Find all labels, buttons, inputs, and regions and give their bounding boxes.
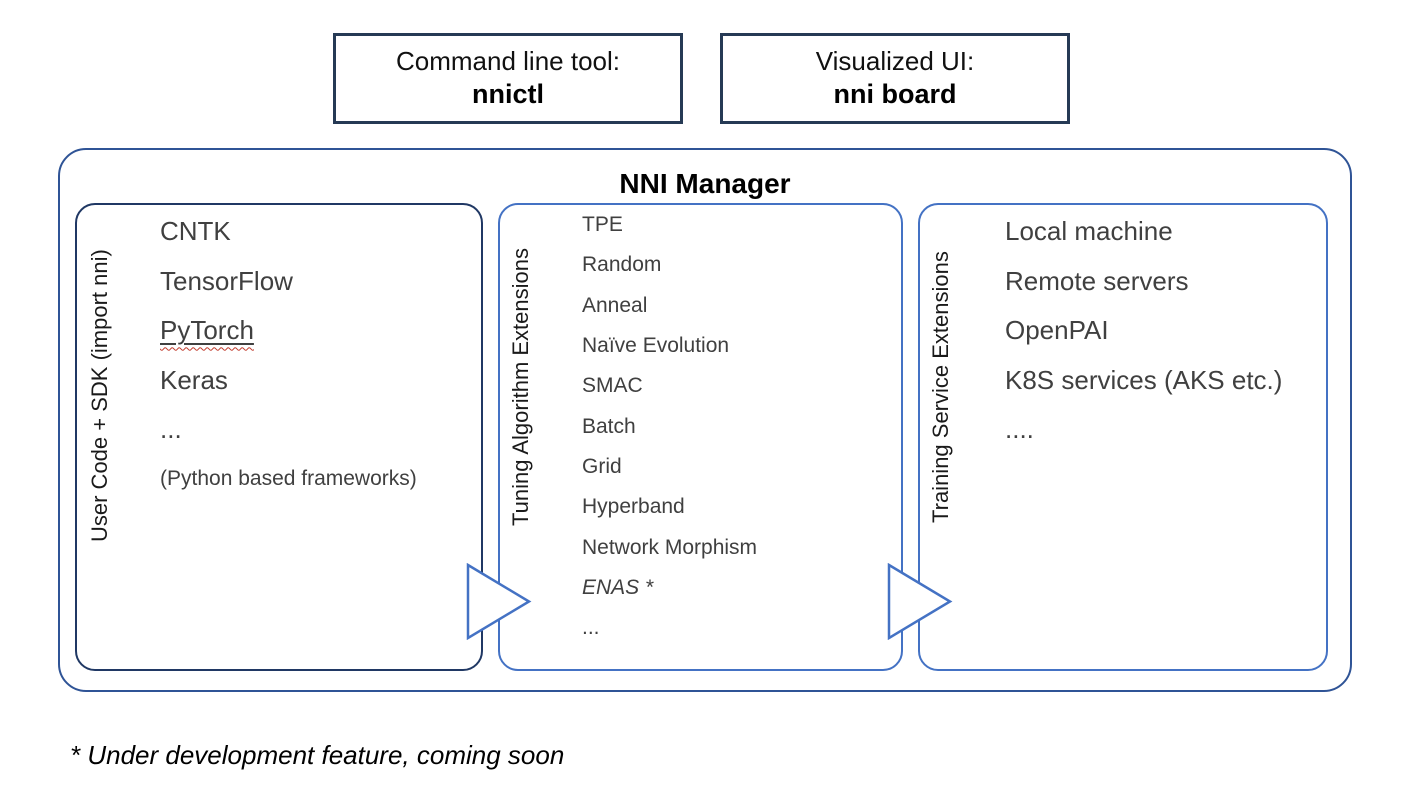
- tuner-item-network-morphism: Network Morphism: [582, 535, 758, 559]
- user-code-sdk-side-label: User Code + SDK (import nni): [87, 249, 112, 543]
- tuner-list: TPE Random Anneal Naïve Evolution SMAC B…: [582, 205, 757, 648]
- framework-item-pytorch: PyTorch: [160, 306, 417, 356]
- framework-list: CNTK TensorFlow PyTorch Keras ... (Pytho…: [160, 207, 417, 504]
- framework-note-python-based: (Python based frameworks): [160, 467, 417, 491]
- tuner-item-naive-evolution: Naïve Evolution: [582, 334, 730, 358]
- nni-manager-title: NNI Manager: [619, 168, 791, 199]
- nnictl-label: nnictl: [472, 79, 544, 110]
- framework-item-keras: Keras: [160, 364, 228, 395]
- pytorch-underline: PyTorch: [160, 315, 254, 346]
- tuner-item-random: Random: [582, 253, 662, 277]
- tuning-algorithm-panel: Tuning Algorithm Extensions TPE Random A…: [498, 203, 903, 671]
- flow-arrow-icon: [887, 563, 953, 640]
- command-line-tool-label: Command line tool:: [396, 45, 620, 76]
- flow-arrow-icon: [466, 563, 532, 640]
- tuner-item-smac: SMAC: [582, 374, 643, 398]
- command-line-tool-box: Command line tool: nnictl: [333, 33, 683, 124]
- service-item-openpai: OpenPAI: [1005, 315, 1109, 346]
- tuner-item-hyperband: Hyperband: [582, 495, 685, 519]
- framework-item-cntk: CNTK: [160, 216, 231, 247]
- nni-board-label: nni board: [833, 79, 957, 110]
- visualized-ui-label: Visualized UI:: [815, 45, 975, 76]
- service-item-remote-servers: Remote servers: [1005, 265, 1189, 296]
- training-service-panel: Training Service Extensions Local machin…: [918, 203, 1328, 671]
- service-item-local-machine: Local machine: [1005, 216, 1173, 247]
- training-service-list: Local machine Remote servers OpenPAI K8S…: [1005, 207, 1282, 455]
- tuner-item-grid: Grid: [582, 454, 622, 478]
- tuning-algorithm-side-label: Tuning Algorithm Extensions: [508, 248, 533, 526]
- visualized-ui-box: Visualized UI: nni board: [720, 33, 1070, 124]
- tuner-item-ellipsis: ...: [582, 616, 600, 640]
- service-item-ellipsis: ....: [1005, 414, 1034, 445]
- under-development-footnote: * Under development feature, coming soon: [70, 740, 565, 770]
- tuner-item-enas: ENAS *: [582, 575, 654, 599]
- service-item-k8s: K8S services (AKS etc.): [1005, 364, 1283, 395]
- framework-item-ellipsis: ...: [160, 414, 182, 445]
- framework-item-tensorflow: TensorFlow: [160, 265, 293, 296]
- user-code-sdk-panel: User Code + SDK (import nni) CNTK Tensor…: [75, 203, 483, 671]
- tuner-item-anneal: Anneal: [582, 293, 648, 317]
- training-service-side-label: Training Service Extensions: [928, 251, 953, 523]
- pytorch-spellcheck-squiggle: PyTorch: [160, 315, 254, 346]
- tuner-item-tpe: TPE: [582, 213, 623, 237]
- tuner-item-batch: Batch: [582, 414, 636, 438]
